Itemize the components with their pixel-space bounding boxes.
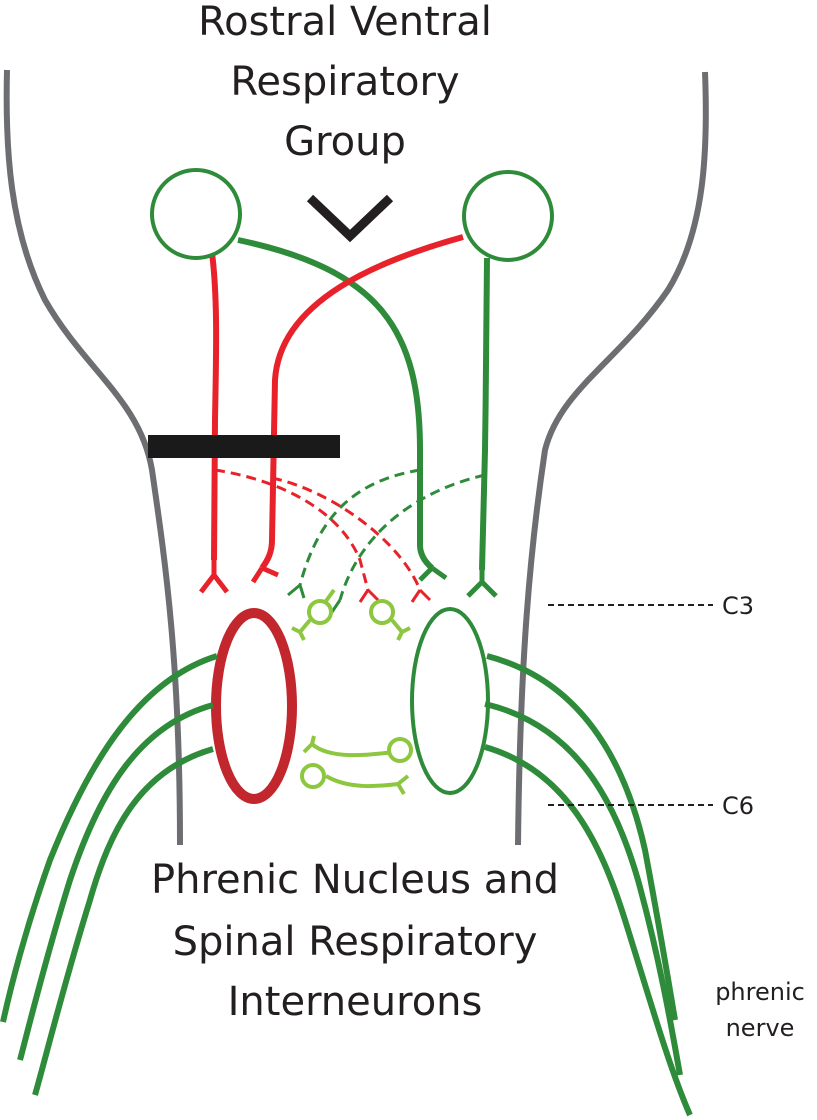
interneuron-lower-bottom-process	[324, 774, 410, 796]
red-dashed-terminal-2	[410, 588, 432, 603]
right-phrenic-axon-2	[484, 701, 683, 1076]
subtitle-line-2: Spinal Respiratory	[173, 919, 538, 965]
right-rvrg-soma	[462, 170, 554, 262]
lesion-bar	[148, 435, 340, 458]
subtitle-line-1: Phrenic Nucleus and	[151, 857, 559, 903]
green-dashed-terminal-1	[287, 583, 306, 599]
right-phrenic-axon-1	[486, 653, 678, 1021]
green-dashed-terminal-2	[330, 599, 342, 613]
interneuron-upper-left	[307, 599, 333, 625]
red-terminal-mid	[250, 565, 280, 584]
left-phrenic-axon-2	[17, 702, 214, 1061]
title-line-2: Respiratory	[230, 59, 459, 105]
red-dashed-collateral-2	[271, 476, 422, 591]
interneuron-lower-top-process	[302, 735, 395, 758]
decussation-chevron	[306, 194, 394, 243]
subtitle-line-3: Interneurons	[228, 979, 483, 1025]
interneuron-upper-left-process	[291, 588, 336, 641]
c6-label: C6	[722, 792, 754, 820]
interneuron-lower-bottom	[300, 763, 326, 789]
green-dashed-collateral-2	[338, 473, 486, 601]
green-crossing-axon	[237, 237, 434, 571]
green-terminal-mid	[418, 565, 448, 582]
left-phrenic-axon-1	[0, 653, 218, 1023]
green-terminal-right	[466, 570, 498, 598]
green-dashed-collateral-1	[298, 468, 421, 586]
right-phrenic-axon-3	[484, 744, 693, 1117]
title-line-1: Rostral Ventral	[198, 0, 492, 45]
red-ipsilateral-axon	[209, 252, 220, 561]
interneuron-upper-right	[369, 599, 395, 625]
left-rvrg-soma	[150, 168, 242, 260]
red-dashed-collateral-1	[214, 468, 370, 591]
phrenic-nerve-label-line-2: nerve	[726, 1014, 795, 1042]
c3-label: C3	[722, 592, 754, 620]
left-phrenic-axon-3	[32, 746, 214, 1096]
interneuron-upper-right-process	[390, 618, 411, 641]
green-ipsilateral-axon	[479, 257, 490, 571]
spinal-cord-left-outline	[3, 69, 183, 846]
red-dashed-terminal-1	[358, 588, 380, 603]
title-line-3: Group	[284, 119, 406, 165]
spinal-cord-right-outline	[515, 71, 709, 846]
red-terminal-left	[199, 560, 229, 594]
phrenic-nerve-label-line-1: phrenic	[715, 978, 805, 1006]
interneuron-lower-top	[387, 737, 413, 763]
red-crossing-axon	[259, 234, 464, 570]
left-phrenic-nucleus	[211, 608, 297, 804]
right-phrenic-nucleus	[410, 607, 490, 795]
